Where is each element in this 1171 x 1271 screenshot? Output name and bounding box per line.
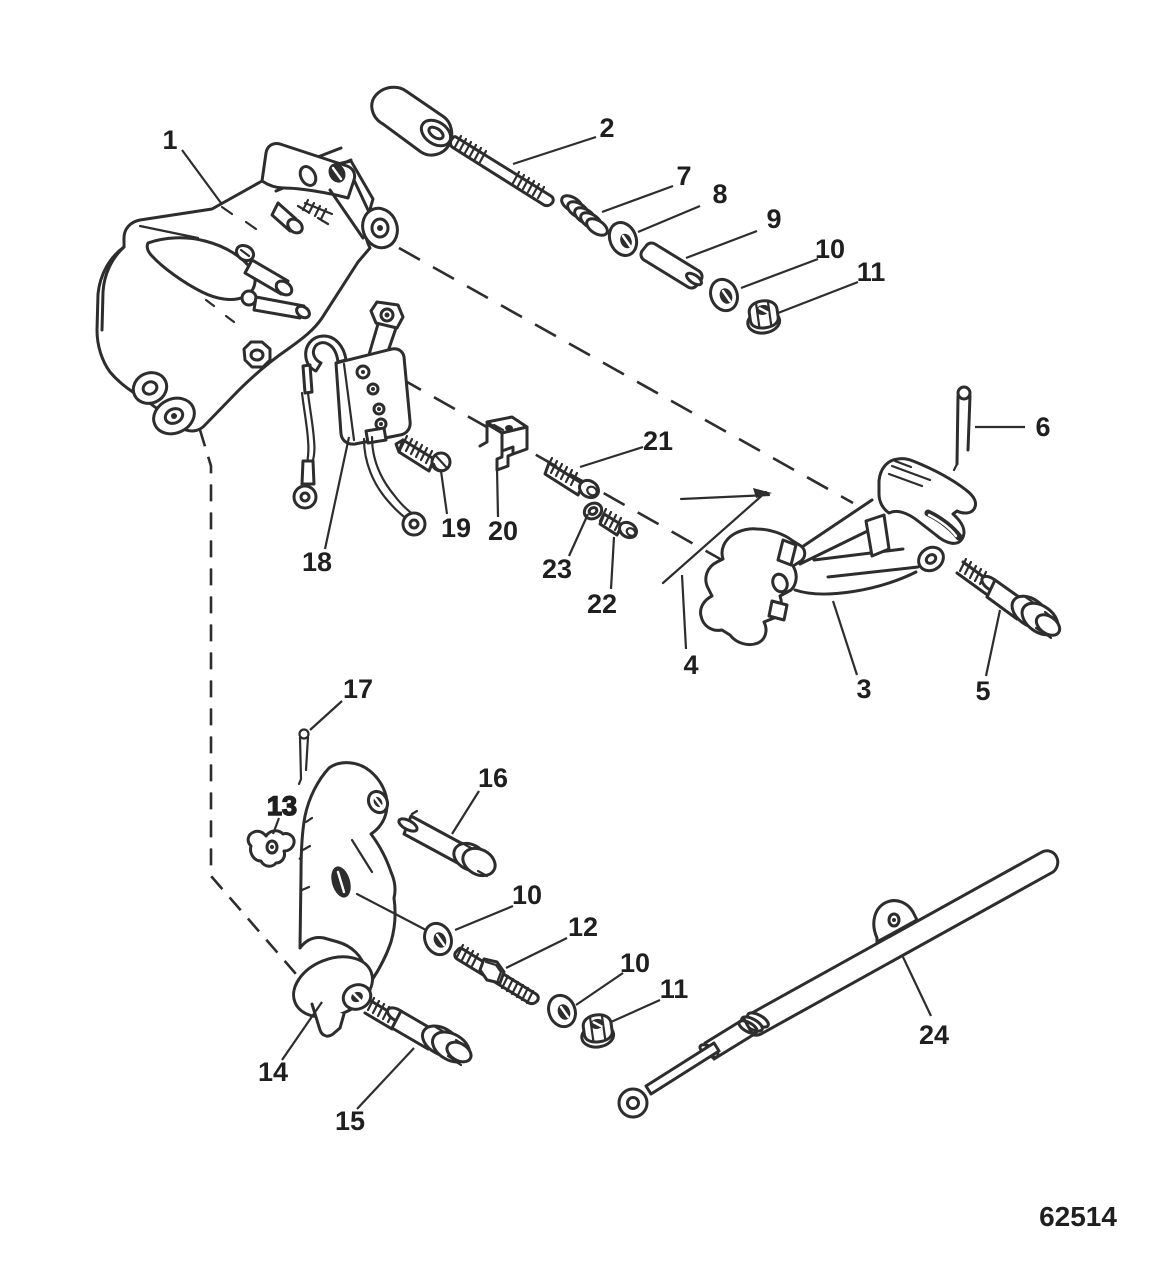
part-13-retainer [246, 829, 296, 868]
callout-19-label: 19 [441, 513, 471, 543]
callout-20-label: 20 [488, 516, 518, 546]
callout-10b-leader [454, 904, 514, 932]
callout-10c-label: 10 [620, 948, 650, 978]
callout-10c-leader [575, 972, 624, 1006]
callout-12-leader [505, 937, 568, 969]
part-10-washer-c [542, 989, 582, 1033]
dashed-line-plate-to-lever [399, 376, 723, 562]
callout-3-leader [831, 600, 859, 676]
dashed-line-plate-to-clamp [398, 246, 854, 505]
callout-10a-label: 10 [815, 234, 845, 264]
part-10-washer-a [704, 273, 744, 317]
part-17-cotter-pin [297, 728, 310, 786]
part-11-locknut-a [743, 297, 783, 337]
callout-10a-leader [740, 257, 819, 290]
callout-11a-label: 11 [857, 257, 886, 287]
callout-24-label: 24 [919, 1020, 949, 1050]
callout-11b-leader [610, 998, 661, 1024]
callout-2-label: 2 [599, 113, 614, 143]
callout-16-leader [451, 790, 480, 835]
part-6-cotter-pin [952, 385, 972, 472]
callout-7-label: 7 [676, 161, 691, 191]
part-21-screw [543, 456, 600, 500]
callout-11b-label: 11 [660, 974, 689, 1004]
callout-14-leader [281, 1001, 323, 1061]
callout-18-leader [323, 436, 351, 550]
callout-3-label: 3 [856, 674, 871, 704]
part-15-bolt [363, 996, 473, 1067]
leader-layer [181, 135, 1025, 1110]
callout-18-label: 18 [302, 547, 332, 577]
callout-14-label: 14 [258, 1057, 288, 1087]
part-19-screw [394, 434, 452, 473]
part-16-clevis-pin [397, 809, 497, 878]
part-14-shift-lever-arm [292, 761, 397, 1038]
callout-13-label: 13 [267, 791, 297, 821]
callout-8-label: 8 [712, 179, 727, 209]
part-11-locknut-b [577, 1011, 617, 1051]
part-5-bolt [955, 557, 1062, 640]
callout-15-leader [356, 1047, 415, 1110]
callout-4-label: 4 [683, 650, 698, 680]
callout-15-label: 15 [335, 1106, 365, 1136]
callout-10b-label: 10 [512, 880, 542, 910]
part-18-shift-cutout-switch [292, 300, 427, 537]
callout-21-leader [579, 445, 644, 469]
callout-4-arrow [661, 488, 772, 585]
part-1-shift-plate [95, 85, 454, 436]
callout-20-leader [495, 467, 500, 518]
callout-13-leader [271, 817, 281, 835]
callout-1-label: 1 [162, 125, 177, 155]
callout-5-label: 5 [975, 676, 990, 706]
dashed-line-plate-to-arm [198, 429, 310, 990]
callout-22-leader [609, 536, 616, 590]
callout-17-label: 17 [343, 674, 373, 704]
callout-1-leader [181, 149, 222, 204]
lever-clamp [877, 457, 978, 545]
callout-4-leader [680, 574, 688, 650]
callout-11a-leader [777, 280, 859, 315]
callout-6-label: 6 [1035, 412, 1050, 442]
callout-22-label: 22 [587, 589, 617, 619]
callout-16-label: 16 [478, 763, 508, 793]
part-3-shift-lever [699, 457, 978, 647]
part-2-stud [449, 134, 555, 208]
part-7-spring [560, 194, 609, 237]
callout-17-leader [309, 700, 343, 731]
callout-7-leader [601, 184, 674, 214]
part-20-anchor-block [478, 415, 529, 472]
part-22-screw [598, 507, 638, 540]
part-9-spacer [639, 241, 704, 290]
part-24-shift-shaft [617, 849, 1060, 1119]
callout-2-leader [512, 135, 597, 166]
callout-23-leader [567, 513, 590, 557]
part-12-stud [453, 943, 540, 1006]
switch-body [334, 347, 412, 446]
leader-slot-to-washer [355, 892, 426, 931]
callout-9-label: 9 [766, 204, 781, 234]
callout-21-label: 21 [643, 426, 673, 456]
callout-24-leader [902, 956, 932, 1017]
callout-5-leader [984, 609, 1002, 677]
figure-number: 62514 [1039, 1201, 1117, 1232]
switch-bail [304, 334, 348, 373]
callout-8-leader [637, 204, 701, 234]
callout-23-label: 23 [542, 554, 572, 584]
callout-12-label: 12 [568, 912, 598, 942]
callout-19-leader [439, 470, 449, 515]
callout-9-leader [685, 229, 758, 260]
part-10-washer-b [418, 917, 458, 961]
part-8-washer [607, 221, 639, 257]
